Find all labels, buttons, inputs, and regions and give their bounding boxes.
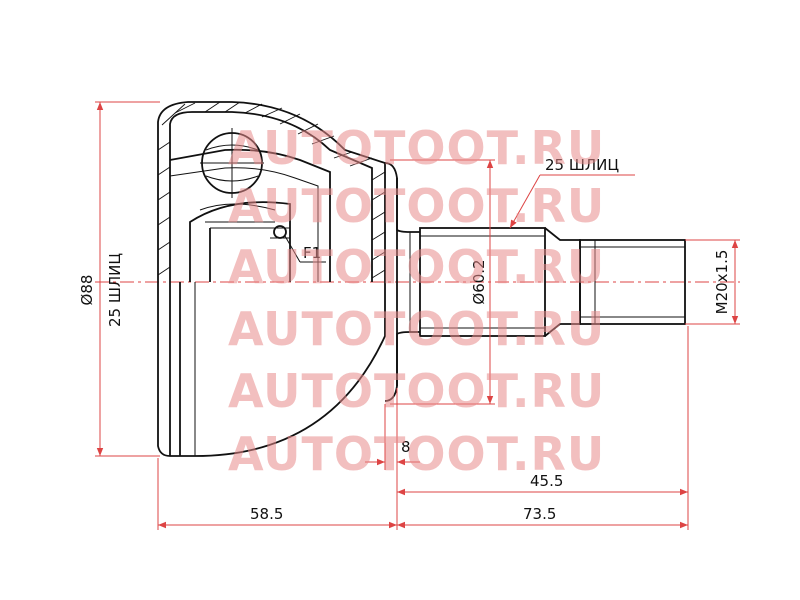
dim-inner-splines: 25 ШЛИЦ <box>106 253 124 327</box>
dim-outer-splines: 25 ШЛИЦ <box>545 156 619 174</box>
dim-stub-length: 45.5 <box>530 472 563 490</box>
housing-hatching <box>157 101 386 279</box>
dimension-lines <box>95 101 740 530</box>
label-f1: F1 <box>303 244 321 262</box>
dim-shaft-diameter: Ø60.2 <box>470 259 488 304</box>
stub-shaft <box>384 162 686 402</box>
watermark-text: AUTOTOOT.RU <box>228 427 605 481</box>
dim-total-length: 73.5 <box>523 505 556 523</box>
dim-flange-width: 8 <box>401 438 411 456</box>
watermark-text: AUTOTOOT.RU <box>228 364 605 418</box>
lower-external-view <box>157 282 386 457</box>
dim-body-length: 58.5 <box>250 505 283 523</box>
watermark-text: AUTOTOOT.RU <box>228 302 605 356</box>
dim-thread: M20x1.5 <box>713 250 731 315</box>
watermark-text: AUTOTOOT.RU <box>228 121 605 175</box>
dim-outer-diameter: Ø88 <box>78 275 96 306</box>
watermark-text: AUTOTOOT.RU <box>228 240 605 294</box>
watermark-group: AUTOTOOT.RU AUTOTOOT.RU AUTOTOOT.RU AUTO… <box>228 121 605 481</box>
upper-section-view <box>157 101 386 282</box>
watermark-text: AUTOTOOT.RU <box>228 179 605 233</box>
